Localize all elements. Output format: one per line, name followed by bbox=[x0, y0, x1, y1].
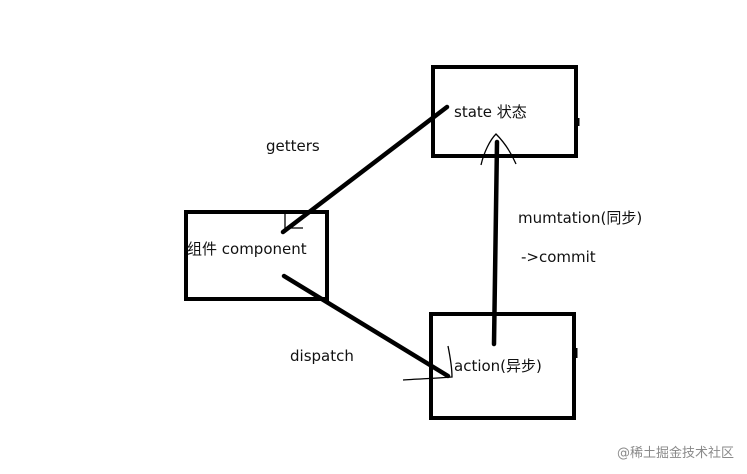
mutation-label: mumtation(同步) bbox=[518, 209, 642, 227]
getters-arrowhead bbox=[284, 214, 303, 229]
component-box bbox=[184, 210, 329, 301]
action-label: action(异步) bbox=[454, 357, 542, 375]
state-label: state 状态 bbox=[454, 103, 527, 121]
getters-label: getters bbox=[266, 137, 320, 155]
state-box bbox=[431, 65, 578, 158]
dispatch-label: dispatch bbox=[290, 347, 354, 365]
dispatch-arrowhead bbox=[402, 345, 453, 381]
getters-connector bbox=[280, 104, 450, 235]
component-label: 组件 component bbox=[187, 240, 307, 258]
commit-label: ->commit bbox=[521, 248, 596, 266]
mutation-arrowhead bbox=[480, 133, 517, 166]
mutation-connector bbox=[491, 139, 500, 347]
watermark-text: @稀土掘金技术社区 bbox=[617, 445, 734, 461]
dispatch-connector bbox=[281, 273, 451, 379]
